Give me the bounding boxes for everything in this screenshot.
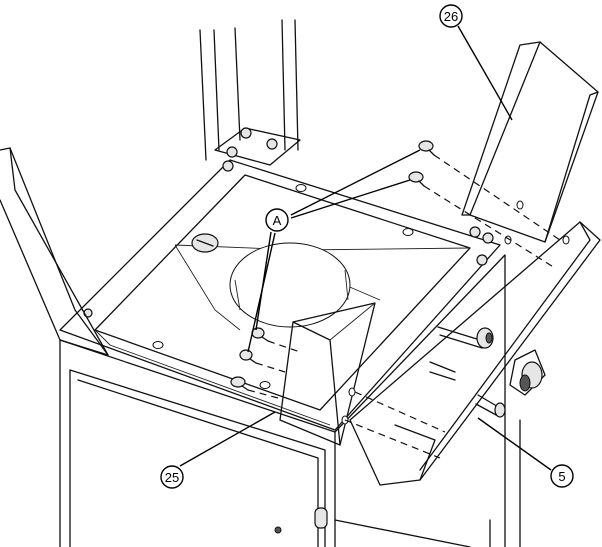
callout-5-label: 5: [558, 469, 565, 484]
bolt-1: [419, 141, 434, 155]
rear-column: [200, 20, 300, 165]
callout-25: 25: [161, 466, 183, 488]
callout-26-label: 26: [444, 9, 458, 24]
panel-part-5: [350, 222, 600, 485]
bracket-part-26: [462, 42, 598, 244]
callout-a-label: A: [273, 213, 282, 228]
callout-5: 5: [551, 465, 573, 487]
leader-lines: [180, 26, 551, 470]
base-plate: [60, 128, 500, 430]
callout-25-label: 25: [165, 470, 179, 485]
bolt-2: [409, 172, 424, 186]
bolt-3: [252, 328, 268, 341]
callout-a: A: [266, 209, 288, 231]
left-side-panel: [0, 148, 108, 355]
callout-26: 26: [440, 5, 462, 27]
